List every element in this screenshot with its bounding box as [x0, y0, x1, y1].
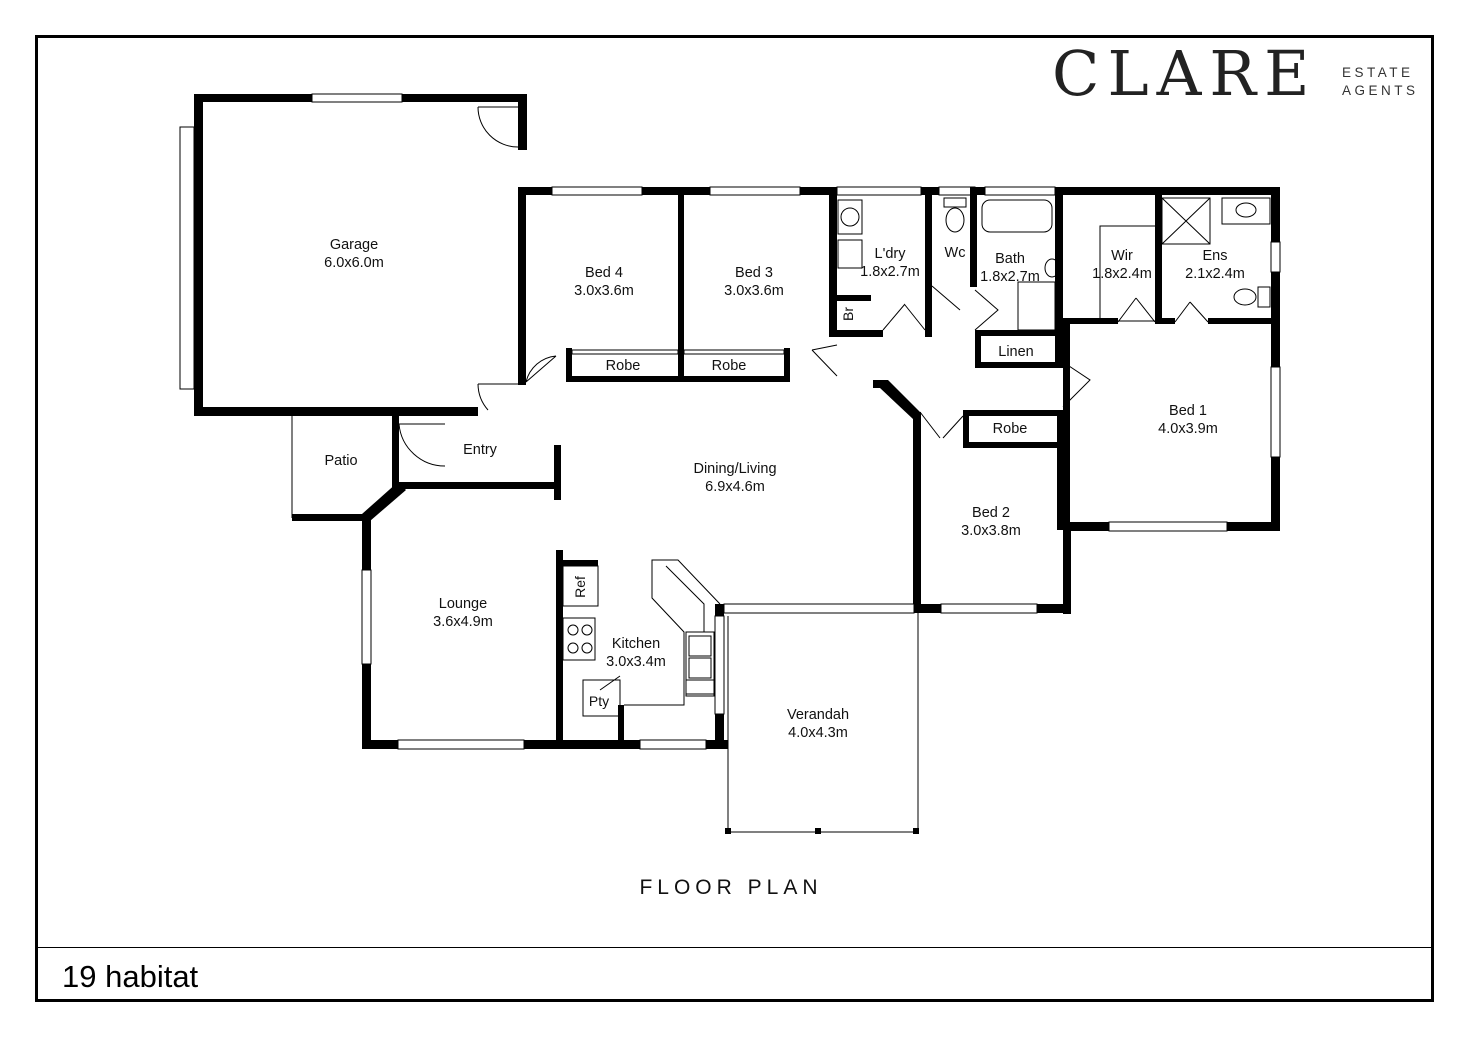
- room-label-ens: Ens 2.1x2.4m: [1185, 248, 1245, 282]
- plan-title: FLOOR PLAN: [639, 876, 822, 899]
- page-frame: [35, 35, 1434, 1002]
- room-label-bed1: Bed 1 4.0x3.9m: [1158, 403, 1218, 437]
- room-label-wir: Wir 1.8x2.4m: [1092, 248, 1152, 282]
- room-name: Linen: [998, 344, 1033, 360]
- room-label-br: Br: [840, 307, 856, 321]
- room-name: Robe: [712, 358, 747, 374]
- room-name: Wir: [1111, 248, 1133, 264]
- room-size: 3.0x3.8m: [961, 523, 1021, 539]
- room-label-bed4: Bed 4 3.0x3.6m: [574, 265, 634, 299]
- room-size: 6.9x4.6m: [705, 479, 765, 495]
- brand-logo: CLARE ESTATE AGENTS: [1052, 37, 1419, 110]
- room-label-wc: Wc: [945, 245, 966, 261]
- room-name: Bed 1: [1169, 403, 1207, 419]
- room-size: 4.0x3.9m: [1158, 421, 1218, 437]
- room-label-patio: Patio: [324, 453, 357, 469]
- room-label-robe-bed3: Robe: [712, 358, 747, 374]
- bedroom-wing-walls: [518, 186, 838, 385]
- room-name: Verandah: [787, 707, 849, 723]
- room-name: Wc: [945, 245, 966, 261]
- room-name: Ens: [1203, 248, 1228, 264]
- room-name: Bed 4: [585, 265, 623, 281]
- room-label-verandah: Verandah 4.0x4.3m: [787, 707, 849, 741]
- room-name: Br: [840, 307, 856, 321]
- room-size: 4.0x4.3m: [788, 725, 848, 741]
- room-name: L'dry: [875, 246, 907, 262]
- room-label-laundry: L'dry 1.8x2.7m: [860, 246, 920, 280]
- room-size: 2.1x2.4m: [1185, 266, 1245, 282]
- room-label-ref: Ref: [572, 576, 588, 598]
- room-label-lounge: Lounge 3.6x4.9m: [433, 596, 493, 630]
- verandah-outline: [723, 603, 919, 834]
- room-name: Entry: [463, 442, 498, 458]
- room-size: 1.8x2.4m: [1092, 266, 1152, 282]
- room-label-dining-living: Dining/Living 6.9x4.6m: [693, 461, 776, 495]
- brand-subtitle-line1: ESTATE: [1342, 65, 1414, 80]
- room-size: 1.8x2.7m: [860, 264, 920, 280]
- brand-name: CLARE: [1052, 37, 1317, 110]
- room-size: 3.6x4.9m: [433, 614, 493, 630]
- room-size: 3.0x3.6m: [724, 283, 784, 299]
- room-size: 1.8x2.7m: [980, 269, 1040, 285]
- room-name: Lounge: [439, 596, 487, 612]
- room-name: Ref: [572, 576, 588, 598]
- entry-walls: [291, 383, 561, 521]
- room-label-bath: Bath 1.8x2.7m: [980, 251, 1040, 285]
- room-name: Robe: [606, 358, 641, 374]
- room-name: Bath: [995, 251, 1025, 267]
- room-label-robe-bed4: Robe: [606, 358, 641, 374]
- property-address: 19 habitat: [62, 959, 199, 994]
- room-name: Robe: [993, 421, 1028, 437]
- brand-subtitle-line2: AGENTS: [1342, 83, 1419, 98]
- garage-walls: [179, 93, 527, 416]
- room-label-bed2: Bed 2 3.0x3.8m: [961, 505, 1021, 539]
- room-name: Bed 3: [735, 265, 773, 281]
- room-name: Kitchen: [612, 636, 660, 652]
- footer-divider: [38, 947, 1431, 948]
- room-name: Garage: [330, 237, 378, 253]
- master-suite-walls: [1062, 187, 1281, 532]
- room-label-entry: Entry: [463, 442, 498, 458]
- room-label-pantry: Pty: [589, 693, 609, 709]
- room-label-bed3: Bed 3 3.0x3.6m: [724, 265, 784, 299]
- room-name: Patio: [324, 453, 357, 469]
- room-label-kitchen: Kitchen 3.0x3.4m: [606, 636, 666, 670]
- wet-area-walls: [833, 186, 1280, 368]
- kitchen-walls: [556, 559, 725, 746]
- room-name: Bed 2: [972, 505, 1010, 521]
- lounge-walls: [361, 514, 728, 750]
- room-size: 3.0x3.4m: [606, 654, 666, 670]
- room-label-robe-bed2: Robe: [993, 421, 1028, 437]
- room-size: 6.0x6.0m: [324, 255, 384, 271]
- room-label-linen: Linen: [998, 344, 1033, 360]
- room-size: 3.0x3.6m: [574, 283, 634, 299]
- room-name: Dining/Living: [693, 461, 776, 477]
- bed2-walls: [873, 380, 1071, 614]
- room-label-garage: Garage 6.0x6.0m: [324, 237, 384, 271]
- room-name: Pty: [589, 693, 609, 709]
